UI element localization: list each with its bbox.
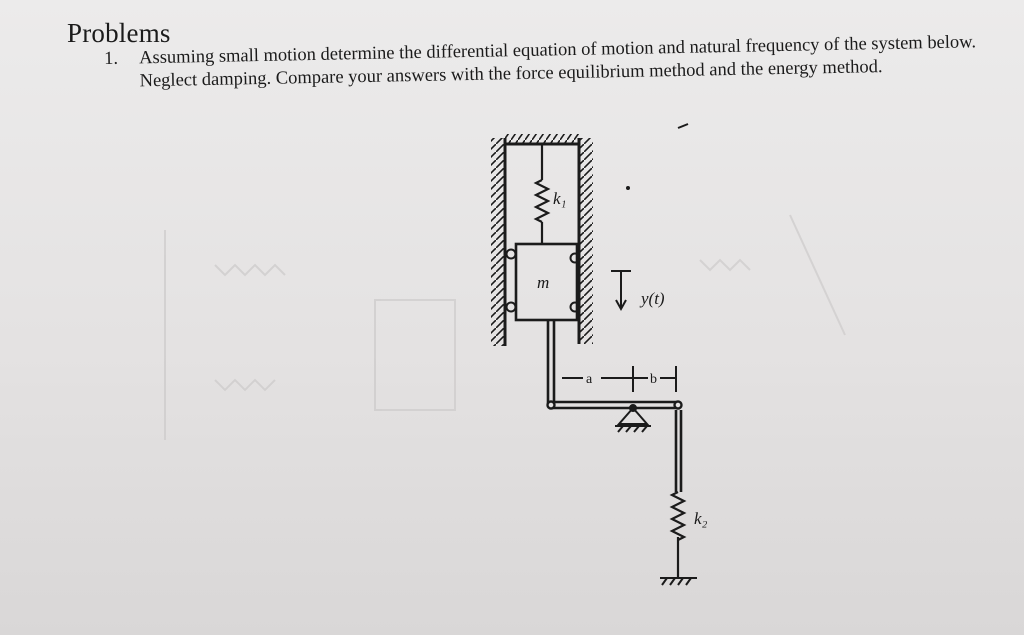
- left-ground-wall: [491, 138, 507, 346]
- spring-k1-label: k₁: [553, 189, 566, 208]
- dimension-lines: [562, 366, 677, 392]
- right-ground-wall: [577, 138, 593, 344]
- spring-k2: [669, 491, 687, 578]
- ceiling-ground: [505, 134, 579, 146]
- length-b-label: b: [650, 372, 657, 387]
- length-a-label: a: [586, 372, 593, 387]
- pivot-support: [615, 404, 651, 433]
- spring-k1: [533, 144, 551, 244]
- displacement-arrow: [611, 270, 631, 312]
- right-rod: [674, 410, 683, 492]
- lever-beam: [546, 400, 683, 410]
- mass-block: [505, 242, 581, 322]
- displacement-label: y(t): [639, 289, 665, 308]
- bottom-ground: [660, 577, 697, 586]
- spring-k2-label: k₂: [694, 509, 708, 528]
- pen-marks: [626, 123, 689, 190]
- connecting-rod: [546, 320, 556, 404]
- mass-label: m: [537, 273, 549, 292]
- page-title: Problems: [67, 18, 171, 48]
